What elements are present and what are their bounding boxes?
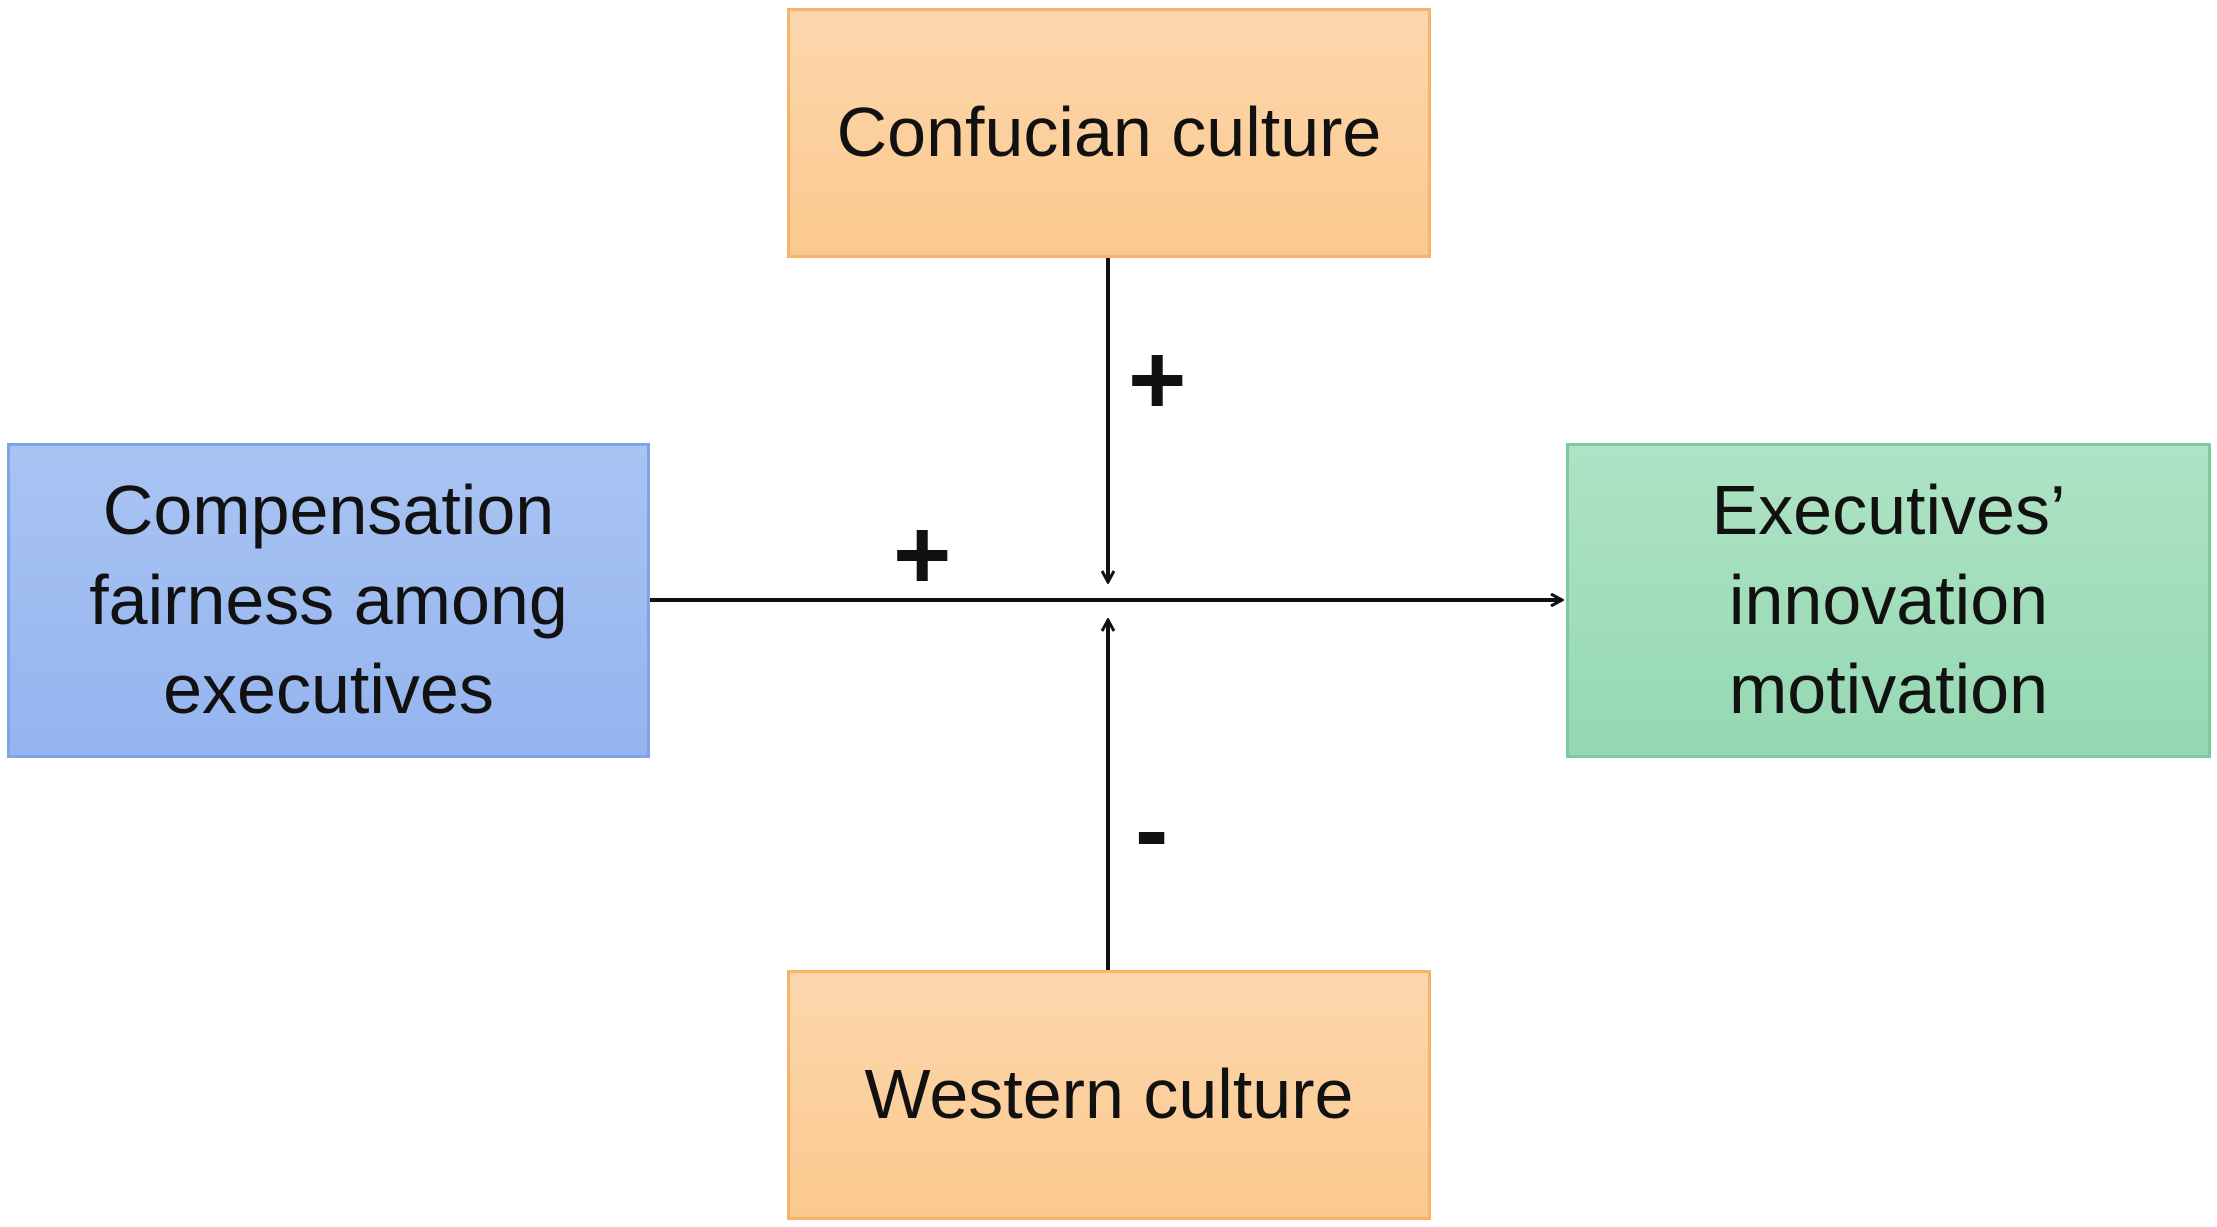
executives-label-line-3: motivation (1728, 650, 2049, 729)
compensation-label-line-2: fairness among (89, 560, 568, 639)
executives-label-line-2: innovation (1728, 560, 2049, 639)
confucian-effect-sign: + (1128, 324, 1187, 436)
compensation-fairness-box: Compensation fairness among executives (7, 443, 650, 758)
confucian-culture-box: Confucian culture (787, 8, 1431, 258)
innovation-motivation-box: Executives’ innovation motivation (1566, 443, 2211, 758)
western-culture-box: Western culture (787, 970, 1431, 1220)
compensation-label-line-1: Compensation (102, 471, 555, 550)
confucian-culture-label: Confucian culture (836, 93, 1382, 172)
western-culture-label: Western culture (864, 1055, 1354, 1134)
compensation-label-line-3: executives (163, 650, 494, 729)
executives-label-line-1: Executives’ (1711, 471, 2066, 550)
main-effect-sign: + (893, 499, 952, 611)
western-effect-sign: - (1135, 774, 1169, 886)
